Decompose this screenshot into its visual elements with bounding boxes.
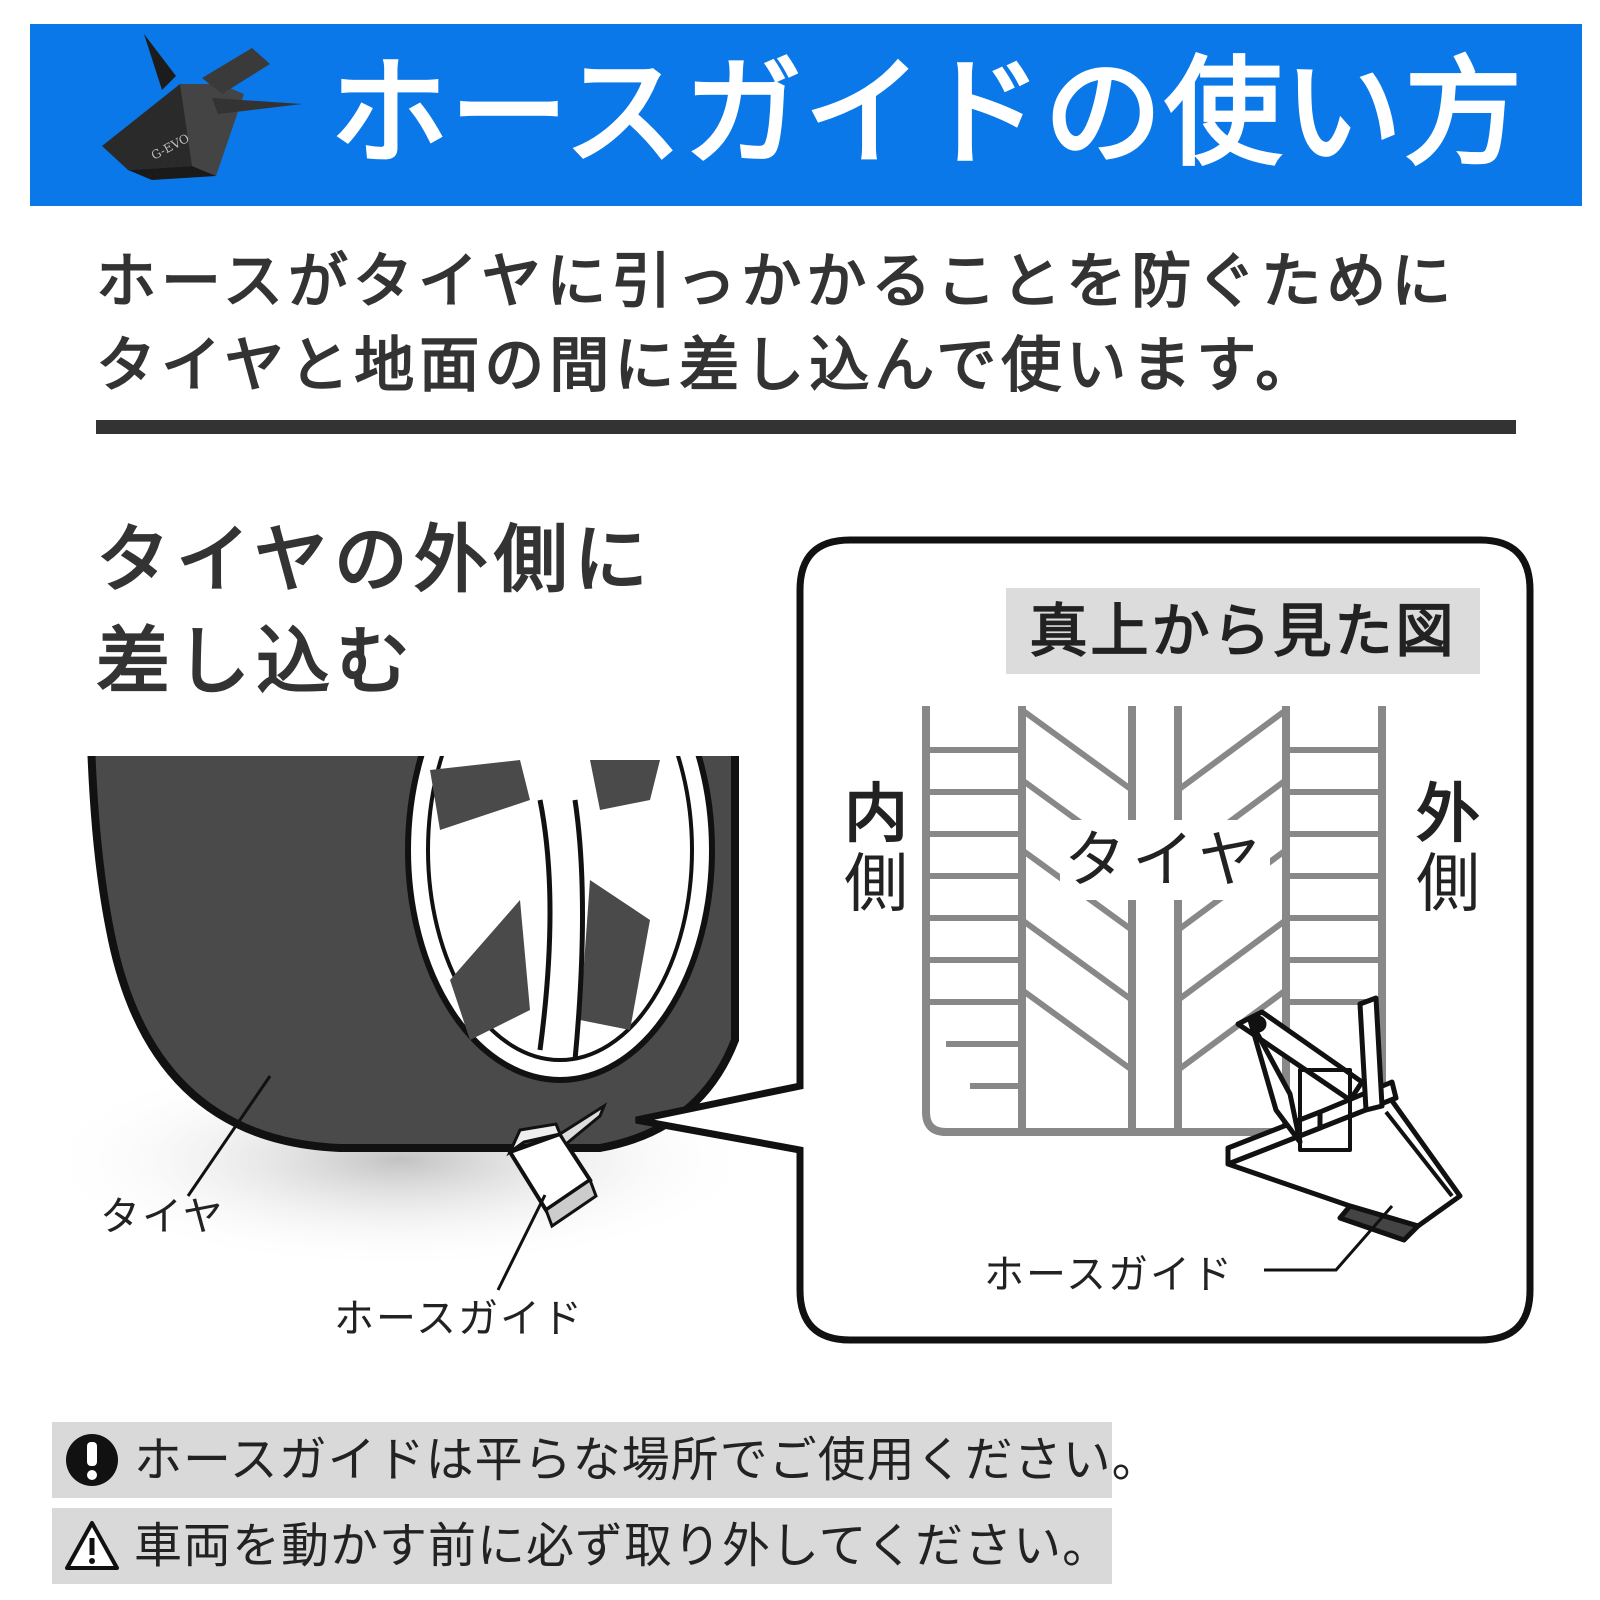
label-inner-side: 内 側 (836, 780, 916, 920)
step-heading-line-2: 差し込む (96, 619, 416, 705)
label-hose-guide: ホースガイド (334, 1296, 584, 1342)
exclamation-circle-icon (66, 1434, 118, 1486)
note-flat-surface: ホースガイドは平らな場所でご使用ください。 (52, 1422, 1160, 1498)
note-flat-surface-text: ホースガイドは平らな場所でご使用ください。 (134, 1432, 1161, 1488)
top-view-title: 真上から見た図 (1006, 588, 1480, 674)
tire-side-view (87, 756, 739, 1152)
hose-guide-product-icon: G-EVO (102, 34, 302, 180)
label-hose-guide-top-view: ホースガイド (984, 1252, 1234, 1298)
divider (96, 420, 1516, 434)
hose-guide-top-view (1225, 995, 1463, 1243)
intro-line-2: タイヤと地面の間に差し込んで使います。 (96, 331, 1321, 401)
label-outer-side: 外 側 (1408, 780, 1488, 920)
label-tire-top-view: タイヤ (1060, 820, 1271, 900)
hose-guide-side-view (506, 1102, 608, 1229)
note-remove-before-moving-text: 車両を動かす前に必ず取り外してください。 (134, 1518, 1112, 1574)
header-bar (30, 24, 1582, 206)
label-outer-side-char-2: 側 (1416, 848, 1480, 922)
label-tire: タイヤ (100, 1194, 225, 1240)
step-heading-line-1: タイヤの外側に (96, 517, 654, 603)
note-remove-before-moving: 車両を動かす前に必ず取り外してください。 (52, 1508, 1112, 1584)
warning-triangle-icon (65, 1521, 119, 1570)
label-inner-side-char-1: 内 (844, 778, 908, 852)
label-inner-side-char-2: 側 (844, 848, 908, 922)
label-outer-side-char-1: 外 (1416, 778, 1480, 852)
page-title: ホースガイドの使い方 (330, 44, 1525, 182)
intro-line-1: ホースがタイヤに引っかかることを防ぐために (96, 247, 1457, 317)
